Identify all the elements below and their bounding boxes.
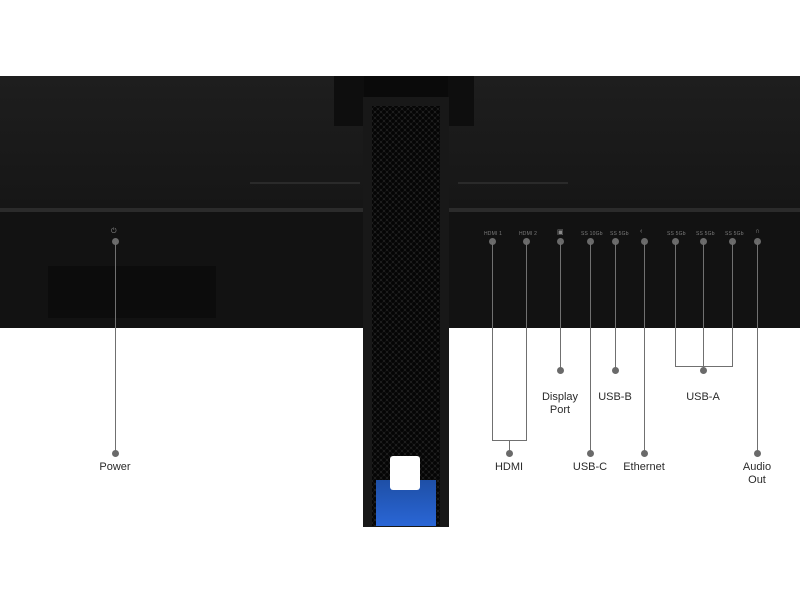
ethernet-label: Ethernet — [623, 461, 665, 473]
usba3-callout-line — [732, 242, 733, 366]
audio-out-label-line1: Audio — [742, 461, 772, 473]
usba1-callout-line — [675, 242, 676, 366]
displayport-callout-line — [560, 242, 561, 372]
audio-out-label: Audio Out — [743, 461, 771, 487]
usba2-callout-line — [703, 242, 704, 372]
stand-mesh-grille — [372, 106, 440, 526]
hdmi2-callout-line — [526, 242, 527, 440]
audio-out-label-line2: Out — [748, 474, 766, 486]
usbb-callout-dot — [612, 238, 619, 245]
power-icon: ⏻ — [111, 228, 117, 235]
hdmi1-callout-dot — [489, 238, 496, 245]
usbb-callout-line — [615, 242, 616, 372]
usba2-port-tag: SS 5Gb — [696, 231, 715, 237]
display-port-label-line1: Display — [541, 391, 579, 403]
ethernet-callout-end — [641, 450, 648, 457]
ethernet-callout-dot — [641, 238, 648, 245]
displayport-callout-dot — [557, 238, 564, 245]
audio-callout-dot — [754, 238, 761, 245]
hdmi2-callout-dot — [523, 238, 530, 245]
audio-callout-end — [754, 450, 761, 457]
headphone-icon: ∩ — [755, 228, 761, 235]
usba2-callout-dot — [700, 238, 707, 245]
vent-panel — [48, 266, 216, 318]
hdmi1-callout-line — [492, 242, 493, 440]
usb-c-label: USB-C — [572, 461, 608, 473]
usbc-callout-dot — [587, 238, 594, 245]
usba-callout-end — [700, 367, 707, 374]
power-callout-line — [115, 242, 116, 454]
hdmi-stem — [509, 440, 510, 454]
usbb-callout-end — [612, 367, 619, 374]
usba1-port-tag: SS 5Gb — [667, 231, 686, 237]
power-callout-end — [112, 450, 119, 457]
hdmi-callout-end — [506, 450, 513, 457]
hdmi-label: HDMI — [494, 461, 524, 473]
usbc-port-tag: SS 10Gb — [581, 231, 603, 237]
panel-slit-right — [458, 182, 568, 184]
power-label: Power — [99, 461, 131, 473]
panel-slit-left — [250, 182, 360, 184]
ethernet-callout-line — [644, 242, 645, 454]
stand-hinge-top — [364, 76, 448, 98]
display-port-label: Display Port — [542, 391, 578, 417]
power-callout-dot — [112, 238, 119, 245]
usbb-port-tag: SS 5Gb — [610, 231, 629, 237]
displayport-icon: ▣ — [557, 229, 564, 236]
usba-bracket — [675, 366, 733, 367]
audio-callout-line — [757, 242, 758, 454]
hdmi2-port-tag: HDMI 2 — [519, 231, 538, 237]
usbc-callout-end — [587, 450, 594, 457]
usba3-port-tag: SS 5Gb — [725, 231, 744, 237]
usba1-callout-dot — [672, 238, 679, 245]
hdmi1-port-tag: HDMI 1 — [484, 231, 503, 237]
usb-b-label: USB-B — [598, 391, 632, 403]
usb-a-label: USB-A — [686, 391, 720, 403]
ethernet-icon: ‹ — [640, 228, 643, 235]
displayport-callout-end — [557, 367, 564, 374]
cable-clip-cover — [390, 456, 420, 490]
usbc-callout-line — [590, 242, 591, 454]
display-port-label-line2: Port — [549, 404, 571, 416]
usba3-callout-dot — [729, 238, 736, 245]
